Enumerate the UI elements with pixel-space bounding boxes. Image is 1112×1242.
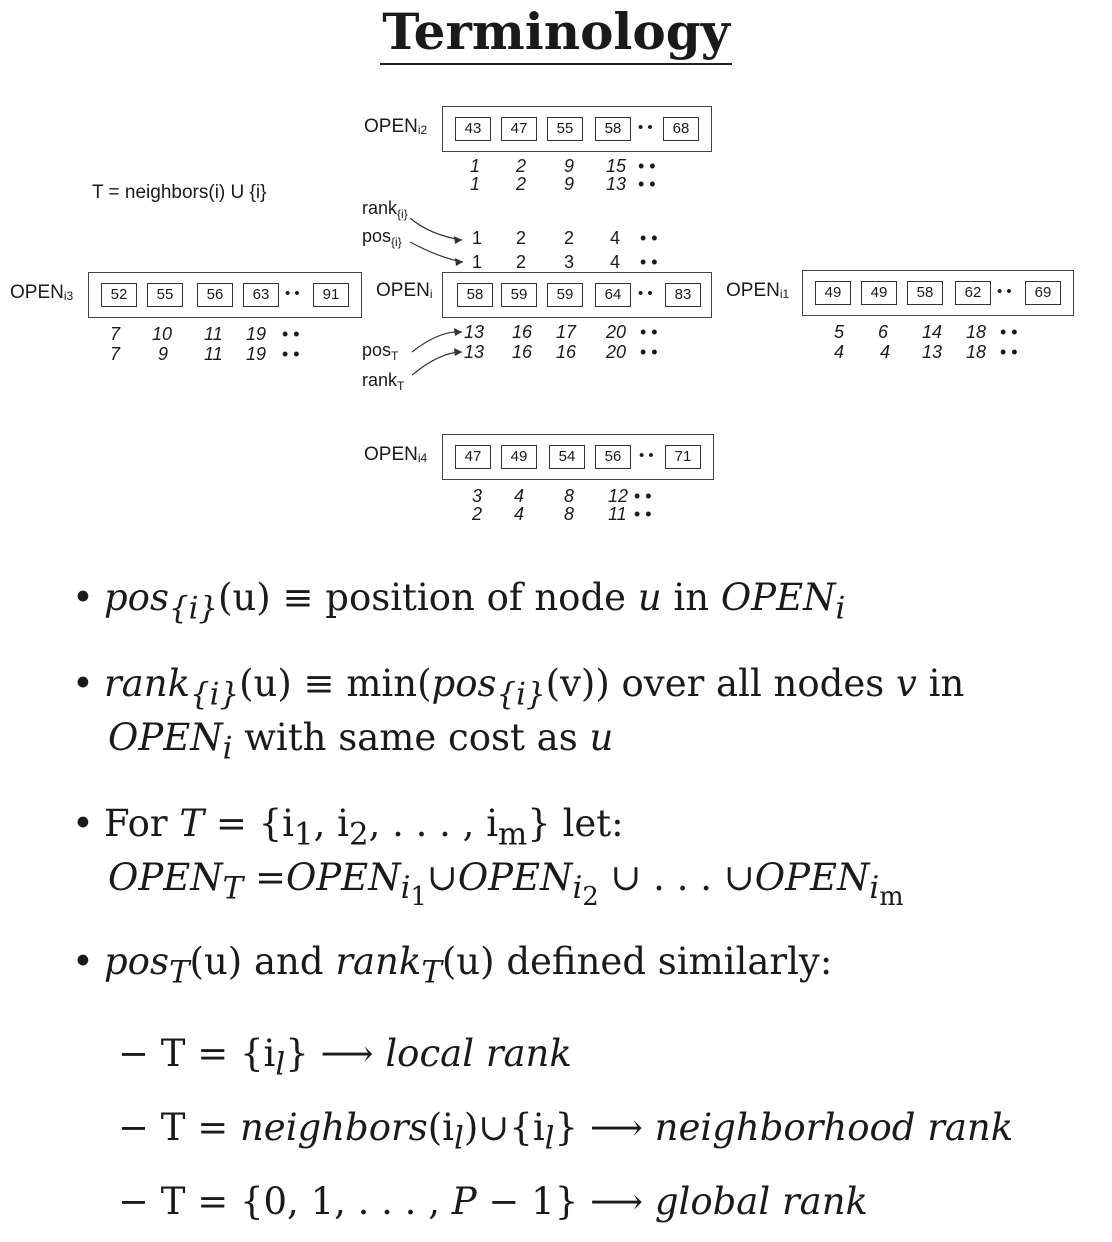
bullet-dot: • — [72, 662, 94, 705]
queue-cell: 59 — [501, 283, 537, 307]
queue-cell: 64 — [595, 283, 631, 307]
queue-cell: 49 — [861, 281, 897, 305]
queue-cell: 63 — [243, 283, 279, 307]
page-title: Terminology — [0, 2, 1112, 65]
queue-label: OPENi2 — [364, 116, 428, 137]
ellipsis-dots: • • — [639, 447, 654, 464]
dash-local-rank: − T = {il} ⟶ local rank — [118, 1032, 572, 1083]
t-definition: T = neighbors(i) U {i} — [92, 182, 267, 203]
rank-t-arrow — [411, 351, 463, 376]
queue-cell: 58 — [457, 283, 493, 307]
bullet-dot: • — [72, 802, 94, 845]
queue-cell: 71 — [665, 445, 701, 469]
queue-cell: 69 — [1025, 281, 1061, 305]
ellipsis-dots: • • — [638, 119, 653, 136]
arrowhead — [454, 348, 462, 356]
rank-t-label: rankT — [362, 370, 405, 393]
arrowhead — [454, 328, 462, 336]
dash-neighborhood-rank: − T = neighbors(il)∪{il} ⟶ neighborhood … — [118, 1106, 1014, 1157]
queue-box: 49 49 58 62 • • 69 — [802, 270, 1074, 316]
arrows-layer — [409, 217, 464, 376]
queue-cell: 83 — [665, 283, 701, 307]
queue-cell: 54 — [549, 445, 585, 469]
queue-cell: 56 — [595, 445, 631, 469]
bullet-dot: • — [72, 940, 94, 983]
queue-label: OPENi — [376, 280, 433, 301]
pos-i-arrow — [409, 241, 464, 263]
dash-global-rank: − T = {0, 1, . . . , P − 1} ⟶ global ran… — [118, 1180, 868, 1223]
queue-cell: 55 — [147, 283, 183, 307]
ellipsis-dots: • • — [997, 283, 1012, 300]
queue-cell: 52 — [101, 283, 137, 307]
ellipsis-dots: • • — [285, 285, 300, 302]
arrowhead — [454, 236, 462, 244]
queue-cell: 68 — [663, 117, 699, 141]
open-lists-diagram: T = neighbors(i) U {i} OPENi2 43 47 55 5… — [0, 90, 1112, 540]
queue-box: 43 47 55 58 • • 68 — [442, 106, 712, 152]
rank-i-label: rank{i} — [362, 198, 408, 221]
queue-cell: 55 — [547, 117, 583, 141]
pos-i-label: pos{i} — [362, 226, 402, 249]
queue-box: 52 55 56 63 • • 91 — [88, 272, 362, 318]
queue-cell: 47 — [501, 117, 537, 141]
queue-cell: 59 — [547, 283, 583, 307]
queue-cell: 91 — [313, 283, 349, 307]
queue-cell: 58 — [907, 281, 943, 305]
queue-label: OPENi3 — [10, 282, 74, 303]
queue-cell: 58 — [595, 117, 631, 141]
queue-label: OPENi4 — [364, 444, 428, 465]
title-text: Terminology — [380, 2, 732, 65]
queue-cell: 62 — [955, 281, 991, 305]
queue-cell: 56 — [197, 283, 233, 307]
queue-cell: 43 — [455, 117, 491, 141]
bullet-dot: • — [72, 576, 94, 619]
queue-label: OPENi1 — [726, 280, 790, 301]
pos-t-label: posT — [362, 340, 399, 363]
queue-box: 58 59 59 64 • • 83 — [442, 272, 712, 318]
queue-cell: 47 — [455, 445, 491, 469]
queue-box: 47 49 54 56 • • 71 — [442, 434, 714, 480]
queue-cell: 49 — [815, 281, 851, 305]
ellipsis-dots: • • — [638, 285, 653, 302]
queue-cell: 49 — [501, 445, 537, 469]
arrowhead — [455, 258, 463, 266]
